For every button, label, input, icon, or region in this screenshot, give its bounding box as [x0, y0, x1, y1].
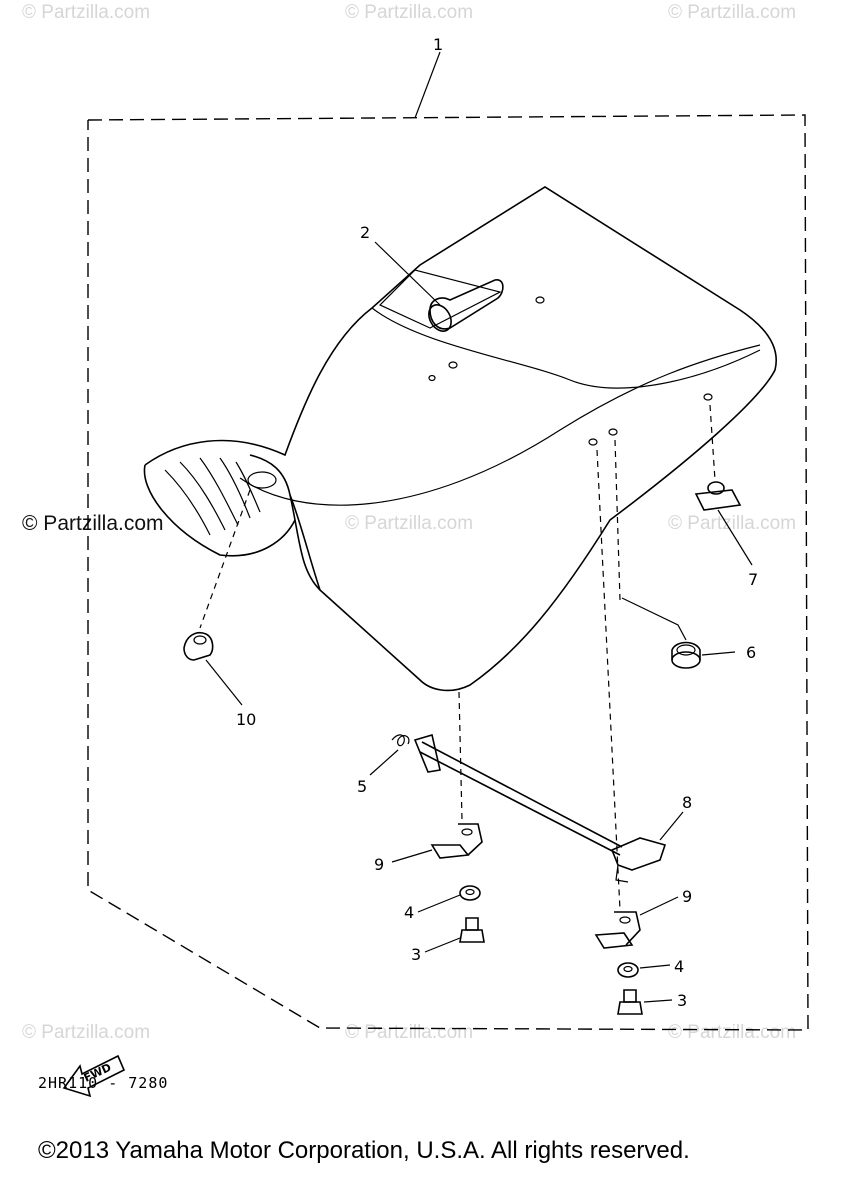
part-8-lock-rod — [413, 733, 667, 883]
watermark-bottom-right: © Partzilla.com — [668, 1022, 797, 1043]
copyright-notice: ©2013 Yamaha Motor Corporation, U.S.A. A… — [38, 1137, 690, 1164]
part-2-grip — [428, 279, 504, 332]
callout-3-right: 3 — [677, 991, 687, 1010]
watermark-top-left: © Partzilla.com — [22, 2, 151, 23]
centerline-10 — [199, 489, 251, 629]
part-9-bracket-left — [430, 823, 483, 859]
leader-3a — [424, 937, 461, 953]
part-4-washer-right — [617, 962, 639, 978]
leader-3b — [643, 999, 673, 1003]
callout-8: 8 — [682, 793, 692, 812]
watermark-mid-center: © Partzilla.com — [345, 513, 474, 534]
centerline-right-mount — [596, 449, 621, 911]
watermark-top-center: © Partzilla.com — [345, 2, 474, 23]
part-9-bracket-right — [594, 911, 641, 949]
part-4-washer-left — [459, 885, 481, 901]
leader-9b — [639, 896, 679, 916]
centerline-6 — [614, 439, 621, 601]
callout-7: 7 — [748, 570, 758, 589]
seat-body — [143, 186, 777, 692]
diagram-code: 2HR110 - 7280 — [38, 1074, 169, 1092]
callout-4-right: 4 — [674, 957, 684, 976]
leader-1 — [414, 51, 441, 119]
leader-9a — [391, 849, 433, 863]
watermark-mid-left: © Partzilla.com — [22, 512, 164, 535]
watermark-bottom-center: © Partzilla.com — [345, 1022, 474, 1043]
part-3-bolt-left — [459, 917, 485, 943]
callout-6: 6 — [746, 643, 756, 662]
callout-9-right: 9 — [682, 887, 692, 906]
leader-6b — [701, 651, 736, 656]
centerline-7 — [709, 404, 716, 481]
leader-4b — [639, 964, 671, 969]
leader-6 — [621, 597, 687, 641]
callout-10: 10 — [236, 710, 256, 729]
leader-10 — [205, 659, 243, 706]
part-10-damper — [183, 632, 214, 661]
part-3-bolt-right — [617, 989, 643, 1015]
watermark-mid-right: © Partzilla.com — [668, 513, 797, 534]
watermark-bottom-left: © Partzilla.com — [22, 1022, 151, 1043]
callout-3-left: 3 — [411, 945, 421, 964]
callout-1: 1 — [433, 35, 443, 54]
callout-5: 5 — [357, 777, 367, 796]
leader-2 — [374, 241, 441, 306]
leader-7 — [717, 509, 753, 566]
part-5-spring — [391, 734, 410, 747]
leader-4a — [417, 894, 461, 913]
part-7-clip-nut — [694, 481, 742, 511]
callout-9-left: 9 — [374, 855, 384, 874]
centerline-left-mount — [458, 691, 463, 821]
watermark-top-right: © Partzilla.com — [668, 2, 797, 23]
part-6-damper — [671, 641, 701, 669]
leader-8 — [659, 811, 684, 841]
callout-4-left: 4 — [404, 903, 414, 922]
leader-5 — [369, 749, 399, 776]
callout-2: 2 — [360, 223, 370, 242]
assembly-boundary — [87, 114, 809, 1031]
